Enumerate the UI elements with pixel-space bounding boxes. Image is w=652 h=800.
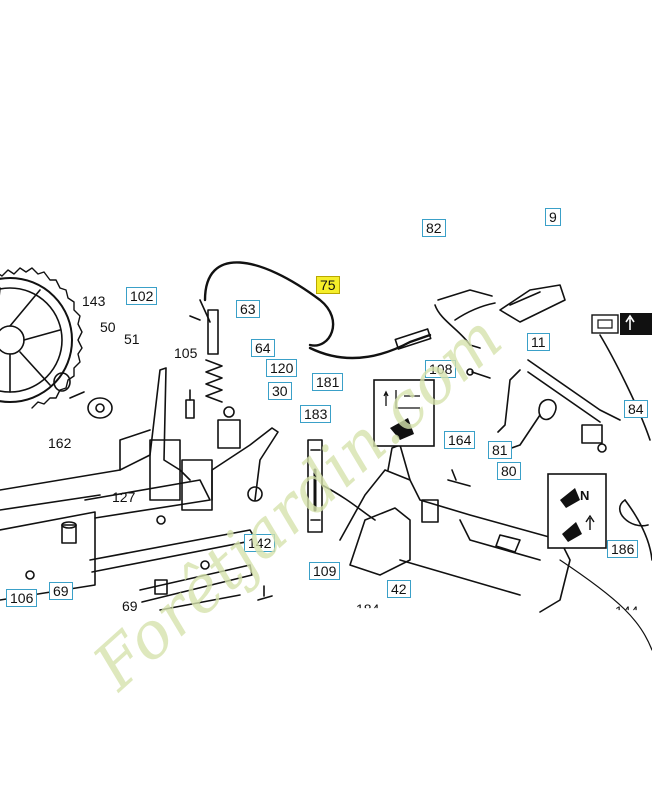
decal-186: [547, 473, 607, 549]
callout-81[interactable]: 81: [488, 441, 512, 459]
cable-75: [203, 261, 335, 347]
callout-69-left[interactable]: 69: [49, 582, 73, 600]
callout-108[interactable]: 108: [425, 360, 457, 378]
callout-162[interactable]: 162: [48, 435, 72, 451]
callout-183[interactable]: 183: [300, 405, 332, 423]
callout-75[interactable]: 75: [316, 276, 340, 294]
callout-64[interactable]: 64: [251, 339, 275, 357]
callout-127[interactable]: 127: [112, 489, 136, 505]
callout-63[interactable]: 63: [236, 300, 260, 318]
callout-84[interactable]: 84: [624, 400, 648, 418]
callout-80[interactable]: 80: [497, 462, 521, 480]
decal-letter-n: N: [580, 488, 590, 503]
callout-186[interactable]: 186: [607, 540, 639, 558]
decal-top-right: [591, 313, 652, 335]
callout-105[interactable]: 105: [174, 345, 198, 361]
callout-50[interactable]: 50: [100, 319, 116, 335]
callout-144[interactable]: 144: [615, 603, 639, 619]
callout-102[interactable]: 102: [126, 287, 158, 305]
callout-42[interactable]: 42: [387, 580, 411, 598]
callout-109[interactable]: 109: [309, 562, 341, 580]
callout-82[interactable]: 82: [422, 219, 446, 237]
callout-69-right[interactable]: 69: [122, 598, 138, 614]
callout-184[interactable]: 184: [356, 601, 380, 617]
wheel: [0, 267, 83, 409]
callout-164[interactable]: 164: [444, 431, 476, 449]
callout-142[interactable]: 142: [244, 534, 276, 552]
callout-9[interactable]: 9: [545, 208, 561, 226]
callout-51[interactable]: 51: [124, 331, 140, 347]
callout-11[interactable]: 11: [527, 333, 550, 351]
callout-143[interactable]: 143: [82, 293, 106, 309]
callout-30[interactable]: 30: [268, 382, 292, 400]
callout-181[interactable]: 181: [312, 373, 344, 391]
callout-106[interactable]: 106: [6, 589, 38, 607]
callout-120[interactable]: 120: [266, 359, 298, 377]
decal-181: [373, 379, 435, 447]
